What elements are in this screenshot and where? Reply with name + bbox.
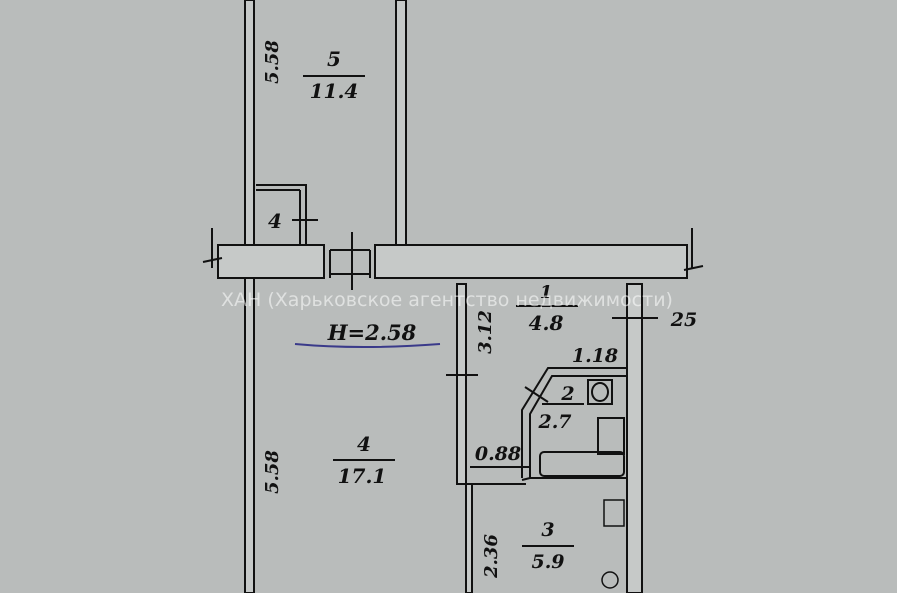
partition-wall-lower [465, 483, 473, 593]
room-5-area: 11.4 [310, 79, 359, 103]
fraction-bars [303, 75, 584, 547]
room-1-area: 4.8 [529, 311, 564, 335]
bearing-wall [202, 228, 704, 290]
room-4-walls [244, 277, 473, 593]
bathroom-outline [521, 367, 626, 478]
left-wall-lower [244, 277, 255, 593]
room-3-number: 3 [541, 519, 554, 541]
room-2-area: 2.7 [537, 411, 571, 433]
room-3-length: 2.36 [481, 534, 502, 579]
room-1-number: 1 [540, 282, 553, 303]
partition-wall [456, 283, 467, 485]
room-5-length: 5.58 [262, 40, 283, 84]
room-5-number: 5 [327, 47, 341, 71]
sink-icon [587, 379, 613, 405]
ceiling-height: H=2.58 [327, 320, 417, 345]
room-4-area: 17.1 [338, 464, 387, 488]
cabinet-outline [256, 184, 318, 245]
washer-icon [597, 417, 625, 455]
left-wall-upper [244, 0, 255, 246]
bearing-wall-left [217, 244, 325, 279]
room-4-length: 5.58 [262, 450, 283, 494]
right-wall-upper [395, 0, 407, 246]
room-1-length: 3.12 [475, 310, 496, 354]
room-4-number: 4 [357, 432, 371, 456]
height-underline [294, 343, 441, 348]
wall-thickness: 25 [670, 309, 697, 331]
closet-width: 0.88 [475, 443, 521, 465]
kitchen-fixtures [601, 499, 625, 589]
room-2-number: 2 [560, 383, 574, 405]
bathtub-icon [539, 451, 625, 477]
bearing-wall-right [374, 244, 688, 279]
agency-watermark: ХАН (Харьковское агентство недвижимости) [221, 289, 673, 311]
room-3-area: 5.9 [531, 551, 564, 573]
stove-icon [603, 499, 625, 527]
wet-zone-walls [446, 283, 658, 593]
cabinet-number: 4 [268, 209, 282, 233]
sink-kitchen-icon [601, 571, 619, 589]
room-2-width: 1.18 [572, 345, 618, 367]
right-wall-lower [626, 283, 643, 593]
